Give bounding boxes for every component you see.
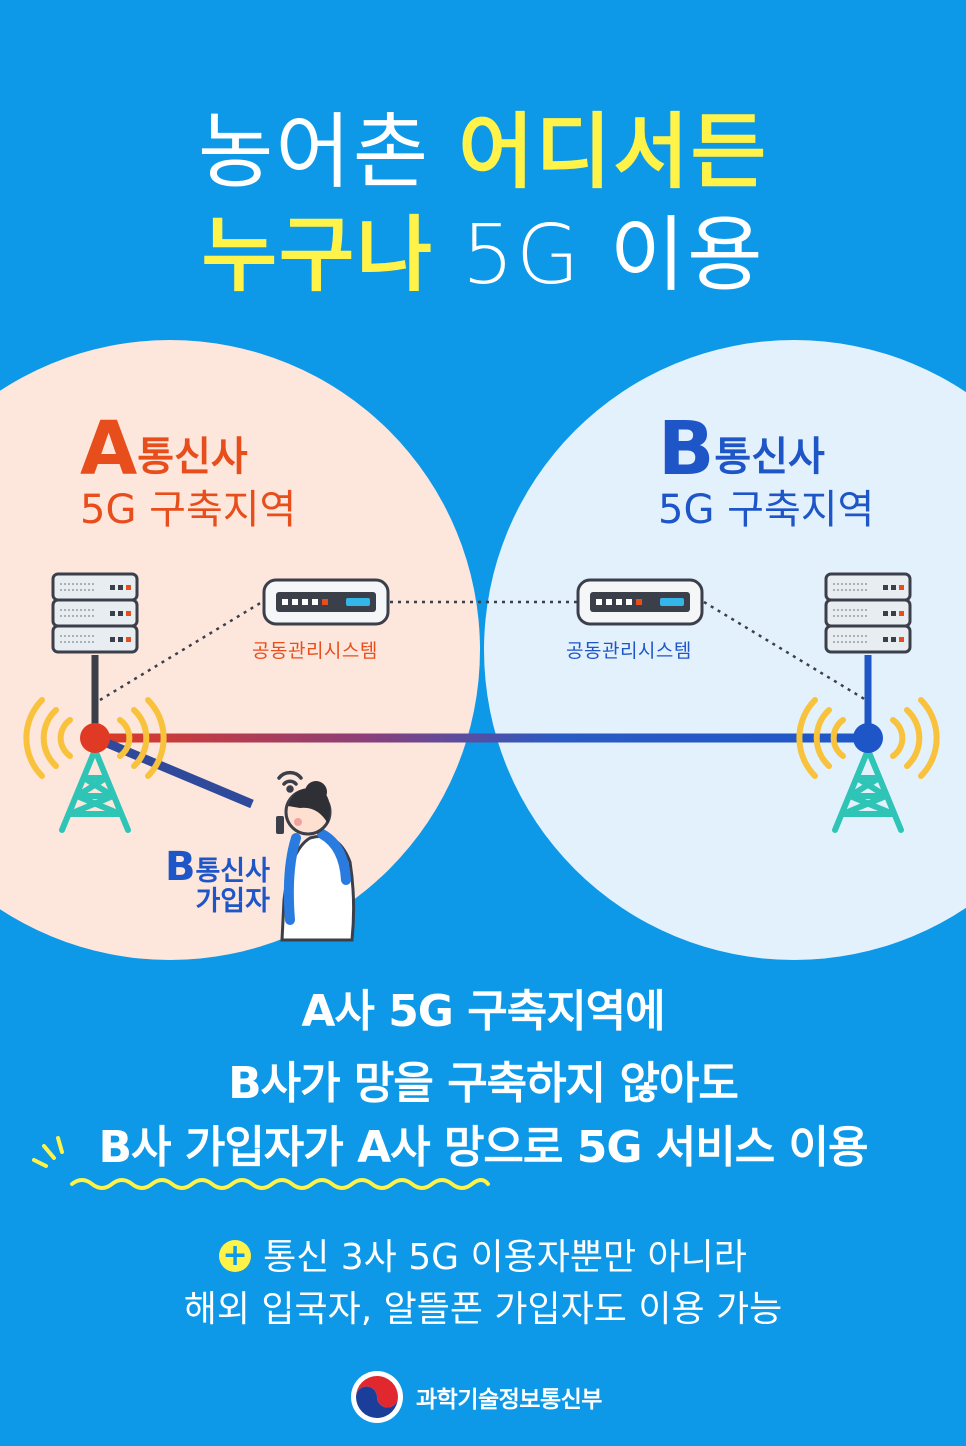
note-text: 통신 3사 5G 이용자뿐만 아니라	[263, 1237, 747, 1278]
zone-a-heading: A통신사 5G 구축지역	[80, 412, 296, 530]
cell-tower-icon	[796, 697, 940, 833]
carrier-label: 통신사	[195, 856, 270, 887]
management-system-box-icon	[262, 578, 390, 626]
message-line-2: B사가 망을 구축하지 않아도	[228, 1058, 739, 1109]
zone-subtitle: 5G 구축지역	[80, 487, 297, 533]
server-rack-icon	[51, 572, 139, 738]
note-line-2: 해외 입국자, 알뜰폰 가입자도 이용 가능	[183, 1289, 783, 1330]
carrier-label: 통신사	[714, 434, 825, 480]
ministry-logo: 과학기술정보통신부	[350, 1370, 602, 1424]
title-highlight-text: 어디서든	[458, 105, 769, 200]
server-rack-icon	[824, 572, 912, 738]
title-light-text: 5G 이용	[461, 208, 765, 303]
subscriber-line2: 가입자	[195, 886, 270, 917]
subscriber-link	[93, 733, 254, 809]
title-highlight-text: 누구나	[201, 208, 434, 303]
subscriber-label: B통신사 가입자	[148, 846, 270, 916]
note-line-1: + 통신 3사 5G 이용자뿐만 아니라	[0, 1240, 966, 1276]
carrier-letter: B	[164, 844, 196, 890]
zone-b-heading: B통신사 5G 구축지역	[658, 412, 874, 530]
management-system-box-icon	[576, 578, 704, 626]
message-line-3: B사 가입자가 A사 망으로 5G 서비스 이용	[98, 1122, 869, 1173]
management-dotted-links	[99, 600, 867, 702]
title-line-2: 누구나 5G 이용	[0, 215, 966, 297]
subscriber-person-illustration	[276, 770, 356, 942]
message-line-1: A사 5G 구축지역에	[301, 986, 665, 1037]
carrier-letter: A	[80, 406, 138, 492]
plus-icon: +	[219, 1240, 252, 1272]
wifi-icon	[277, 770, 303, 793]
zone-subtitle: 5G 구축지역	[658, 487, 875, 533]
carrier-letter: B	[658, 406, 715, 492]
title-line-1: 농어촌 어디서든	[0, 112, 966, 194]
cell-tower-icon	[23, 697, 167, 833]
taegeuk-logo-icon	[351, 1371, 403, 1423]
carrier-label: 통신사	[137, 434, 248, 480]
mgmt-system-b-label: 공동관리시스템	[566, 640, 692, 662]
title-light-text: 농어촌	[197, 105, 431, 200]
ministry-name: 과학기술정보통신부	[416, 1387, 602, 1413]
mgmt-system-a-label: 공동관리시스템	[252, 640, 378, 662]
